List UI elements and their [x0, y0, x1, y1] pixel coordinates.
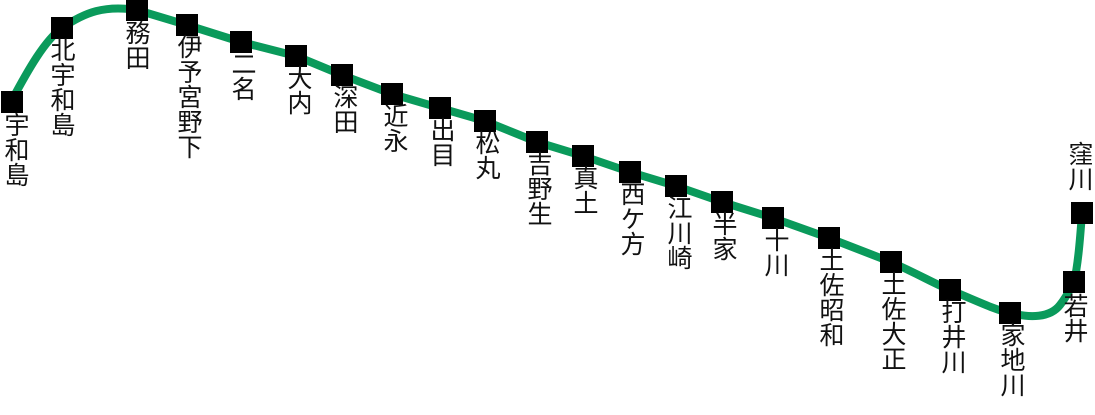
station-label: 深田 [330, 84, 359, 134]
station-label: 窪川 [1065, 141, 1094, 191]
station-marker [619, 161, 641, 183]
station-marker [230, 31, 252, 53]
station-label: 若井 [1060, 293, 1089, 343]
station-label: 二名 [228, 51, 257, 101]
station-marker [762, 207, 784, 229]
station-label: 半家 [709, 211, 738, 261]
station-marker [1, 91, 23, 113]
station-marker [429, 97, 451, 119]
station-label: 松丸 [472, 130, 501, 180]
station-label: 土佐大正 [878, 271, 907, 371]
station-label: 十川 [761, 227, 790, 277]
station-label: 西ケ方 [617, 181, 646, 256]
station-marker [572, 145, 594, 167]
station-label: 土佐昭和 [816, 247, 845, 347]
station-marker [818, 227, 840, 249]
station-label: 大内 [284, 65, 313, 115]
station-label: 江川崎 [664, 195, 693, 270]
station-marker [331, 64, 353, 86]
station-marker [51, 17, 73, 39]
station-marker [999, 302, 1021, 324]
station-marker [126, 0, 148, 21]
station-label: 家地川 [997, 322, 1026, 397]
station-marker [526, 131, 548, 153]
station-label: 吉野生 [524, 151, 553, 226]
station-label: 出目 [427, 117, 456, 167]
station-marker [711, 191, 733, 213]
station-marker [1071, 202, 1093, 224]
station-marker [1063, 271, 1085, 293]
station-marker [381, 83, 403, 105]
station-label: 打井川 [938, 299, 967, 374]
station-label: 務田 [122, 20, 151, 70]
station-label: 真土 [570, 165, 599, 215]
station-markers [1, 0, 1093, 324]
station-marker [176, 14, 198, 36]
station-label: 北宇和島 [47, 37, 76, 137]
station-label: 近永 [380, 103, 409, 153]
station-marker [474, 110, 496, 132]
station-marker [880, 251, 902, 273]
station-label: 伊予宮野下 [174, 34, 203, 159]
station-marker [939, 279, 961, 301]
station-marker [285, 45, 307, 67]
station-label: 宇和島 [1, 112, 30, 187]
station-marker [665, 175, 687, 197]
